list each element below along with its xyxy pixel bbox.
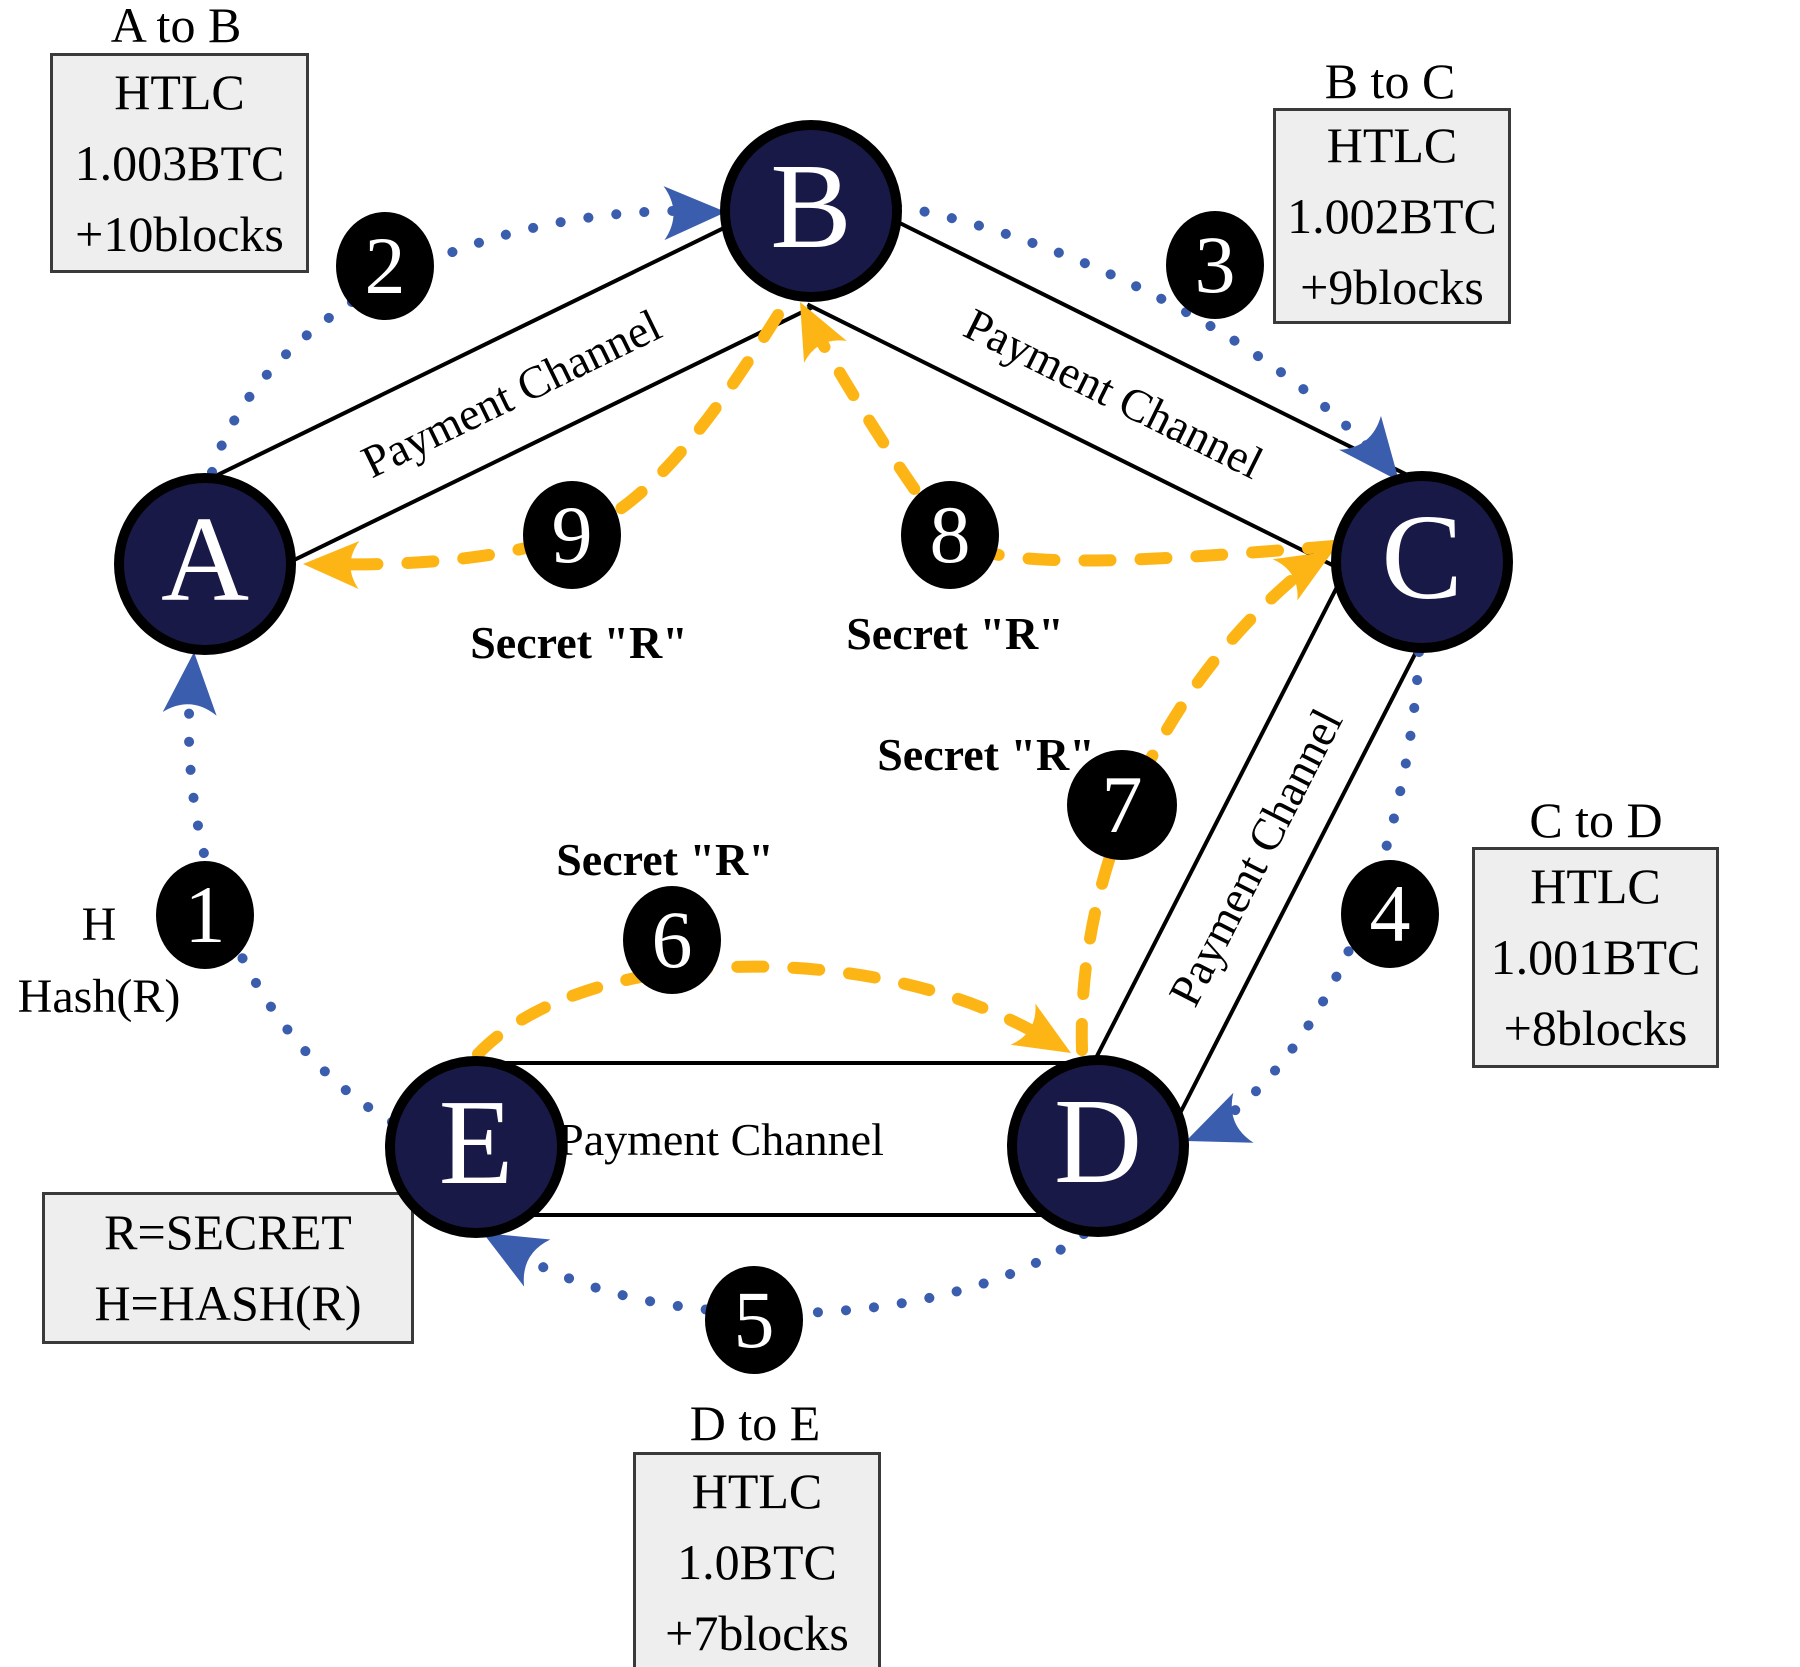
secret-r-label-step9: Secret "R" [470, 617, 688, 668]
channel-e-d-label: Payment Channel [558, 1113, 884, 1165]
secret-definition-line2: H=HASH(R) [94, 1275, 362, 1331]
node-d-label: D [1053, 1074, 1143, 1209]
node-c-label: C [1381, 490, 1463, 625]
node-b-label: B [770, 139, 852, 274]
htlc-b-c-line2: 1.002BTC [1287, 187, 1497, 244]
node-e: E [385, 1056, 567, 1238]
step-badge-7-label: 7 [1101, 759, 1143, 850]
htlc-d-e-line1: HTLC [691, 1463, 823, 1519]
step-badge-8: 8 [901, 481, 999, 589]
htlc-b-c-title: B to C [1324, 53, 1456, 109]
htlc-b-c-line3: +9blocks [1300, 258, 1484, 315]
step-badge-3: 3 [1166, 211, 1264, 319]
hash-annotation: H Hash(R) [4, 889, 194, 1033]
step-badge-2-label: 2 [364, 220, 406, 311]
step-badge-5: 5 [705, 1266, 803, 1374]
arrowhead-step2-icon [663, 186, 726, 241]
htlc-d-e-line2: 1.0BTC [677, 1534, 837, 1590]
step-badge-4: 4 [1341, 860, 1439, 968]
hash-annotation-line2: Hash(R) [17, 970, 181, 1023]
htlc-b-c-box: HTLC 1.002BTC +9blocks [1273, 108, 1511, 324]
arrowhead-step5-icon [483, 1233, 551, 1287]
node-d: D [1007, 1055, 1189, 1237]
node-a-label: A [160, 492, 250, 627]
step-badge-2: 2 [336, 212, 434, 320]
arrowhead-step8-icon [800, 302, 847, 363]
step-badge-6-label: 6 [651, 894, 693, 985]
route-b-to-c [892, 201, 1387, 467]
node-e-label: E [438, 1075, 514, 1210]
htlc-a-b-line3: +10blocks [75, 205, 284, 262]
secret-r-label-step6: Secret "R" [556, 834, 774, 885]
htlc-c-d-box: HTLC 1.001BTC +8blocks [1472, 847, 1719, 1068]
step-badge-7: 7 [1067, 750, 1177, 860]
step-badge-5-label: 5 [733, 1274, 775, 1365]
route-secret-e-to-d [472, 960, 1054, 1060]
node-c: C [1331, 471, 1513, 653]
arrowhead-step6-icon [1010, 1003, 1071, 1053]
arrowhead-step3-icon [1338, 415, 1399, 481]
arrowhead-step4-icon [1186, 1092, 1254, 1143]
htlc-d-e-line3: +7blocks [665, 1605, 849, 1661]
step-badge-3-label: 3 [1194, 219, 1236, 310]
route-c-to-d [1200, 647, 1424, 1137]
htlc-d-e-box: HTLC 1.0BTC +7blocks [633, 1452, 881, 1667]
step-badge-9: 9 [523, 481, 621, 589]
secret-r-label-step7: Secret "R" [877, 729, 1095, 780]
secret-definition-line1: R=SECRET [104, 1204, 352, 1260]
htlc-c-d-title: C to D [1529, 792, 1663, 848]
step-badge-1: 1 [156, 861, 254, 969]
arrowhead-step1-icon [162, 652, 217, 716]
route-d-to-e [500, 1229, 1089, 1319]
htlc-a-b-title: A to B [110, 0, 242, 53]
node-a: A [114, 473, 296, 655]
step-badge-9-label: 9 [551, 489, 593, 580]
htlc-c-d-line2: 1.001BTC [1490, 929, 1701, 985]
secret-r-label-step8: Secret "R" [846, 608, 1064, 659]
htlc-a-b-line1: HTLC [114, 63, 245, 120]
step-badge-1-label: 1 [184, 869, 226, 960]
htlc-a-b-line2: 1.003BTC [74, 134, 285, 191]
htlc-b-c-line1: HTLC [1326, 116, 1458, 173]
arrowhead-step9-icon [303, 540, 360, 589]
htlc-c-d-line1: HTLC [1530, 858, 1661, 914]
htlc-c-d-line3: +8blocks [1503, 1000, 1688, 1056]
step-badge-4-label: 4 [1369, 868, 1411, 959]
route-e-to-a [183, 663, 397, 1127]
node-b: B [720, 120, 902, 302]
hash-annotation-line1: H [81, 898, 117, 951]
secret-definition-box: R=SECRET H=HASH(R) [42, 1192, 414, 1344]
htlc-a-b-box: HTLC 1.003BTC +10blocks [50, 53, 309, 273]
step-badge-8-label: 8 [929, 489, 971, 580]
step-badge-6: 6 [623, 886, 721, 994]
arrowhead-step7-icon [1272, 551, 1333, 601]
htlc-d-e-title: D to E [689, 1395, 821, 1451]
route-secret-d-to-c [1075, 559, 1316, 1056]
